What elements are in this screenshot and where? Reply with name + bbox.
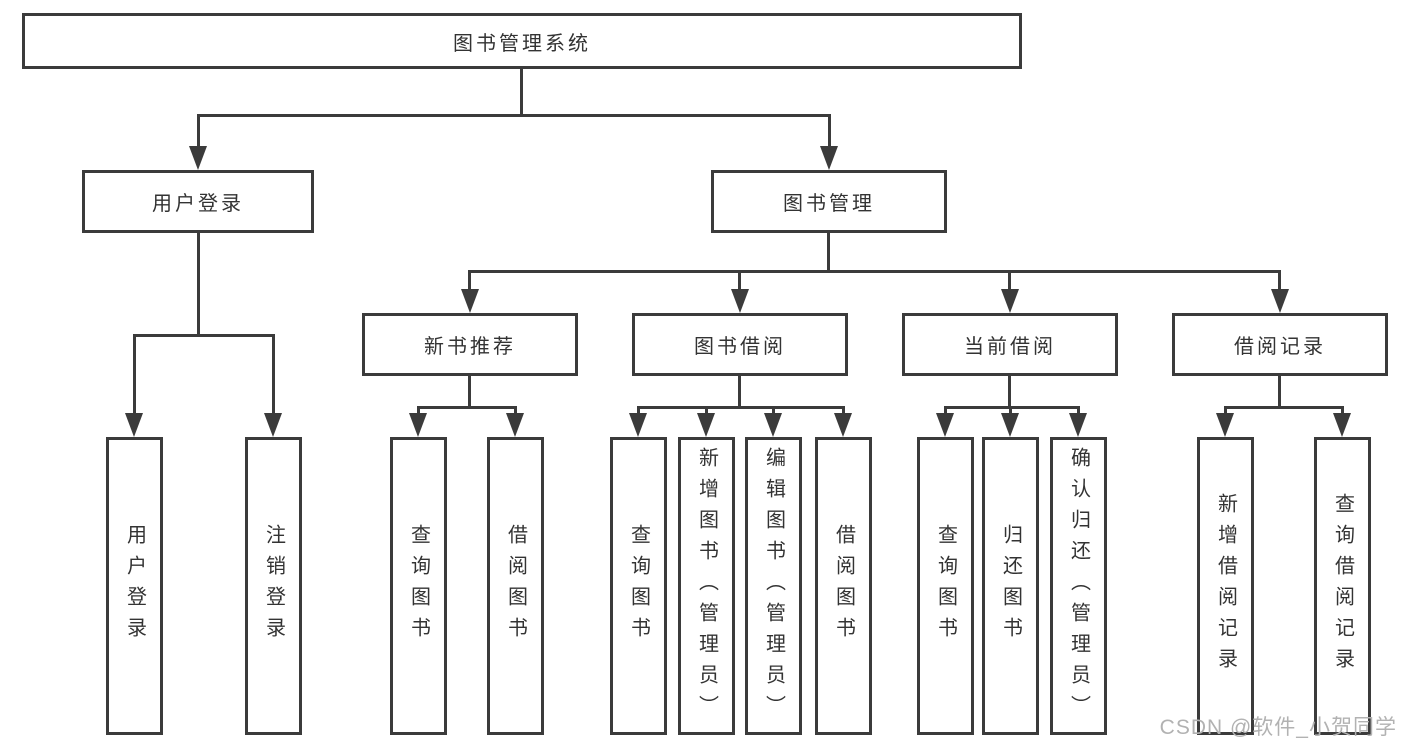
arrowhead [936, 413, 954, 437]
arrowhead-book-management [820, 146, 838, 170]
connector-borrowing-records-trunk [1278, 376, 1281, 408]
node-book-management-label: 图书管理 [783, 193, 875, 215]
connector-user-login-distributor [133, 334, 274, 337]
connector-drop-book-management [828, 114, 831, 147]
leaf-query-borrow-record: 查询借阅记录 [1314, 437, 1371, 735]
leaf-borrow-books-recommend: 借阅图书 [487, 437, 544, 735]
connector-drop [1077, 406, 1080, 416]
leaf-edit-book-admin: 编辑图书（管理员） [745, 437, 802, 735]
leaf-query-books-borrow-label: 查询图书 [627, 524, 650, 648]
connector-drop [772, 406, 775, 416]
arrowhead-current-borrowing [1001, 289, 1019, 313]
arrowhead-leaf-logout [264, 413, 282, 437]
leaf-query-books-borrow: 查询图书 [610, 437, 667, 735]
connector-new-book-trunk [468, 376, 471, 408]
leaf-confirm-return-admin: 确认归还（管理员） [1050, 437, 1107, 735]
leaf-query-books-current: 查询图书 [917, 437, 974, 735]
leaf-query-borrow-record-label: 查询借阅记录 [1331, 493, 1354, 679]
connector-drop [637, 406, 640, 416]
connector-drop-current-borrowing [1008, 270, 1011, 290]
leaf-add-borrow-record-label: 新增借阅记录 [1214, 493, 1237, 679]
node-borrowing-records-label: 借阅记录 [1234, 336, 1326, 358]
leaf-query-books-recommend: 查询图书 [390, 437, 447, 735]
arrowhead [834, 413, 852, 437]
leaf-add-book-admin-label: 新增图书（管理员） [695, 446, 718, 726]
connector-drop [1224, 406, 1227, 416]
connector-drop [1341, 406, 1344, 416]
leaf-return-book-label: 归还图书 [999, 524, 1022, 648]
leaf-add-book-admin: 新增图书（管理员） [678, 437, 735, 735]
arrowhead-leaf-login [125, 413, 143, 437]
leaf-logout-label: 注销登录 [262, 524, 285, 648]
arrowhead [1001, 413, 1019, 437]
node-root: 图书管理系统 [22, 13, 1022, 69]
connector-drop [1009, 406, 1012, 416]
arrowhead [1333, 413, 1351, 437]
connector-drop [417, 406, 420, 416]
arrowhead-book-borrowing [731, 289, 749, 313]
node-book-management: 图书管理 [711, 170, 947, 233]
csdn-watermark: CSDN @软件_小贺同学 [1159, 716, 1397, 739]
leaf-borrow-books-recommend-label: 借阅图书 [504, 524, 527, 648]
connector-root-trunk [520, 69, 523, 116]
arrowhead [764, 413, 782, 437]
leaf-user-login: 用户登录 [106, 437, 163, 735]
leaf-query-books-recommend-label: 查询图书 [407, 524, 430, 648]
connector-borrowing-records-distributor [1224, 406, 1343, 409]
leaf-user-login-label: 用户登录 [123, 524, 146, 648]
connector-drop-leaf-login [133, 334, 136, 416]
node-new-book-recommend: 新书推荐 [362, 313, 578, 376]
connector-drop-borrowing-records [1278, 270, 1281, 290]
connector-book-borrowing-trunk [738, 376, 741, 408]
arrowhead [506, 413, 524, 437]
node-user-login-label: 用户登录 [152, 193, 244, 215]
arrowhead [1216, 413, 1234, 437]
arrowhead-user-login [189, 146, 207, 170]
leaf-borrow-books-label: 借阅图书 [832, 524, 855, 648]
leaf-add-borrow-record: 新增借阅记录 [1197, 437, 1254, 735]
leaf-borrow-books: 借阅图书 [815, 437, 872, 735]
leaf-query-books-current-label: 查询图书 [934, 524, 957, 648]
arrowhead-borrowing-records [1271, 289, 1289, 313]
node-user-login: 用户登录 [82, 170, 314, 233]
arrowhead [697, 413, 715, 437]
node-borrowing-records: 借阅记录 [1172, 313, 1388, 376]
connector-drop-book-borrowing [738, 270, 741, 290]
connector-book-borrowing-distributor [637, 406, 844, 409]
node-new-book-recommend-label: 新书推荐 [424, 336, 516, 358]
connector-drop-leaf-logout [272, 334, 275, 416]
node-book-borrowing-label: 图书借阅 [694, 336, 786, 358]
node-current-borrowing: 当前借阅 [902, 313, 1118, 376]
leaf-confirm-return-admin-label: 确认归还（管理员） [1067, 446, 1090, 726]
connector-root-distributor [197, 114, 831, 117]
connector-new-book-distributor [417, 406, 517, 409]
connector-drop [514, 406, 517, 416]
arrowhead [629, 413, 647, 437]
node-root-label: 图书管理系统 [453, 32, 591, 55]
connector-level3-distributor [468, 270, 1280, 273]
leaf-logout: 注销登录 [245, 437, 302, 735]
connector-drop-new-book [468, 270, 471, 290]
connector-drop [842, 406, 845, 416]
arrowhead [1069, 413, 1087, 437]
node-book-borrowing: 图书借阅 [632, 313, 848, 376]
arrowhead-new-book [461, 289, 479, 313]
node-current-borrowing-label: 当前借阅 [964, 336, 1056, 358]
connector-drop [944, 406, 947, 416]
arrowhead [409, 413, 427, 437]
leaf-edit-book-admin-label: 编辑图书（管理员） [762, 446, 785, 726]
connector-current-borrowing-trunk [1008, 376, 1011, 408]
connector-drop-user-login [197, 114, 200, 147]
leaf-return-book: 归还图书 [982, 437, 1039, 735]
connector-drop [705, 406, 708, 416]
connector-user-login-trunk [197, 233, 200, 336]
connector-book-management-trunk [827, 233, 830, 272]
